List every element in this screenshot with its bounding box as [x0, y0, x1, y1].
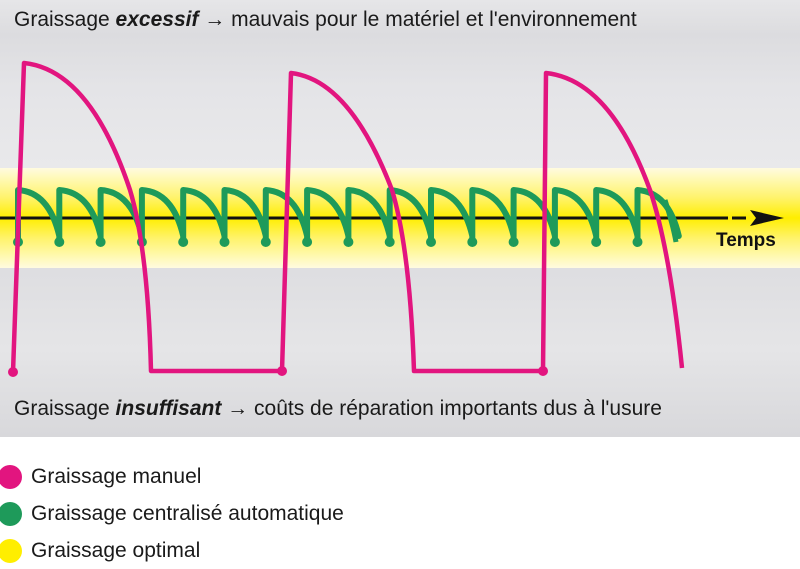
caption-prefix: Graissage: [14, 8, 116, 31]
legend-label: Graissage manuel: [31, 464, 202, 488]
manual-lubrication-series: [8, 60, 685, 377]
time-axis: [0, 210, 784, 226]
legend-label: Graissage centralisé automatique: [31, 501, 344, 525]
time-axis-label: Temps: [716, 230, 776, 251]
caption-emphasis: insuffisant: [115, 397, 222, 420]
caption-suffix: mauvais pour le matériel et l'environnem…: [231, 8, 637, 31]
legend-item-optimal: Graissage optimal: [0, 532, 344, 569]
caption-suffix: coûts de réparation importants dus à l'u…: [254, 397, 662, 420]
automatic-lubrication-series: [13, 187, 682, 247]
insufficient-caption: Graissage insuffisant → coûts de réparat…: [14, 397, 662, 421]
arrow-right-icon: [750, 210, 784, 226]
circle-icon: [0, 464, 22, 489]
caption-emphasis: excessif: [115, 8, 199, 31]
arrow-right-icon: →: [198, 8, 232, 31]
arrow-right-icon: →: [221, 397, 255, 420]
caption-prefix: Graissage: [14, 397, 116, 420]
legend: Graissage manuel Graissage centralisé au…: [0, 458, 344, 569]
legend-item-automatic: Graissage centralisé automatique: [0, 495, 344, 532]
legend-label: Graissage optimal: [31, 538, 201, 562]
excessive-caption: Graissage excessif → mauvais pour le mat…: [14, 8, 637, 32]
lubrication-diagram: [0, 60, 784, 377]
circle-icon: [0, 538, 22, 563]
legend-item-manual: Graissage manuel: [0, 458, 344, 495]
circle-icon: [0, 501, 22, 526]
